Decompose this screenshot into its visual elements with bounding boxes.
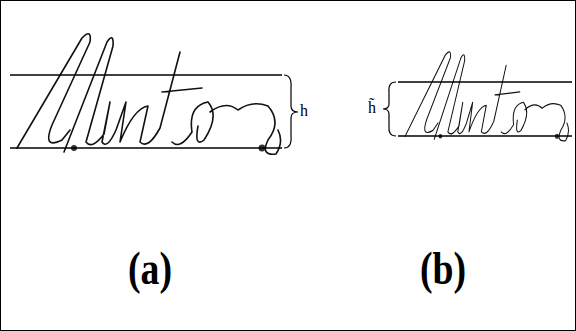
- guide-line: [398, 81, 572, 83]
- brace: [383, 82, 396, 136]
- guide-line: [398, 135, 572, 137]
- brace: [284, 75, 298, 148]
- guide-line: [10, 74, 282, 76]
- signature: [17, 34, 281, 154]
- height-label: h: [300, 103, 308, 119]
- signature: [405, 52, 568, 141]
- height-label: h̃: [368, 100, 376, 116]
- subfigure-caption: (a): [128, 246, 172, 292]
- subfigure-caption: (b): [420, 246, 466, 292]
- guide-line: [10, 147, 282, 149]
